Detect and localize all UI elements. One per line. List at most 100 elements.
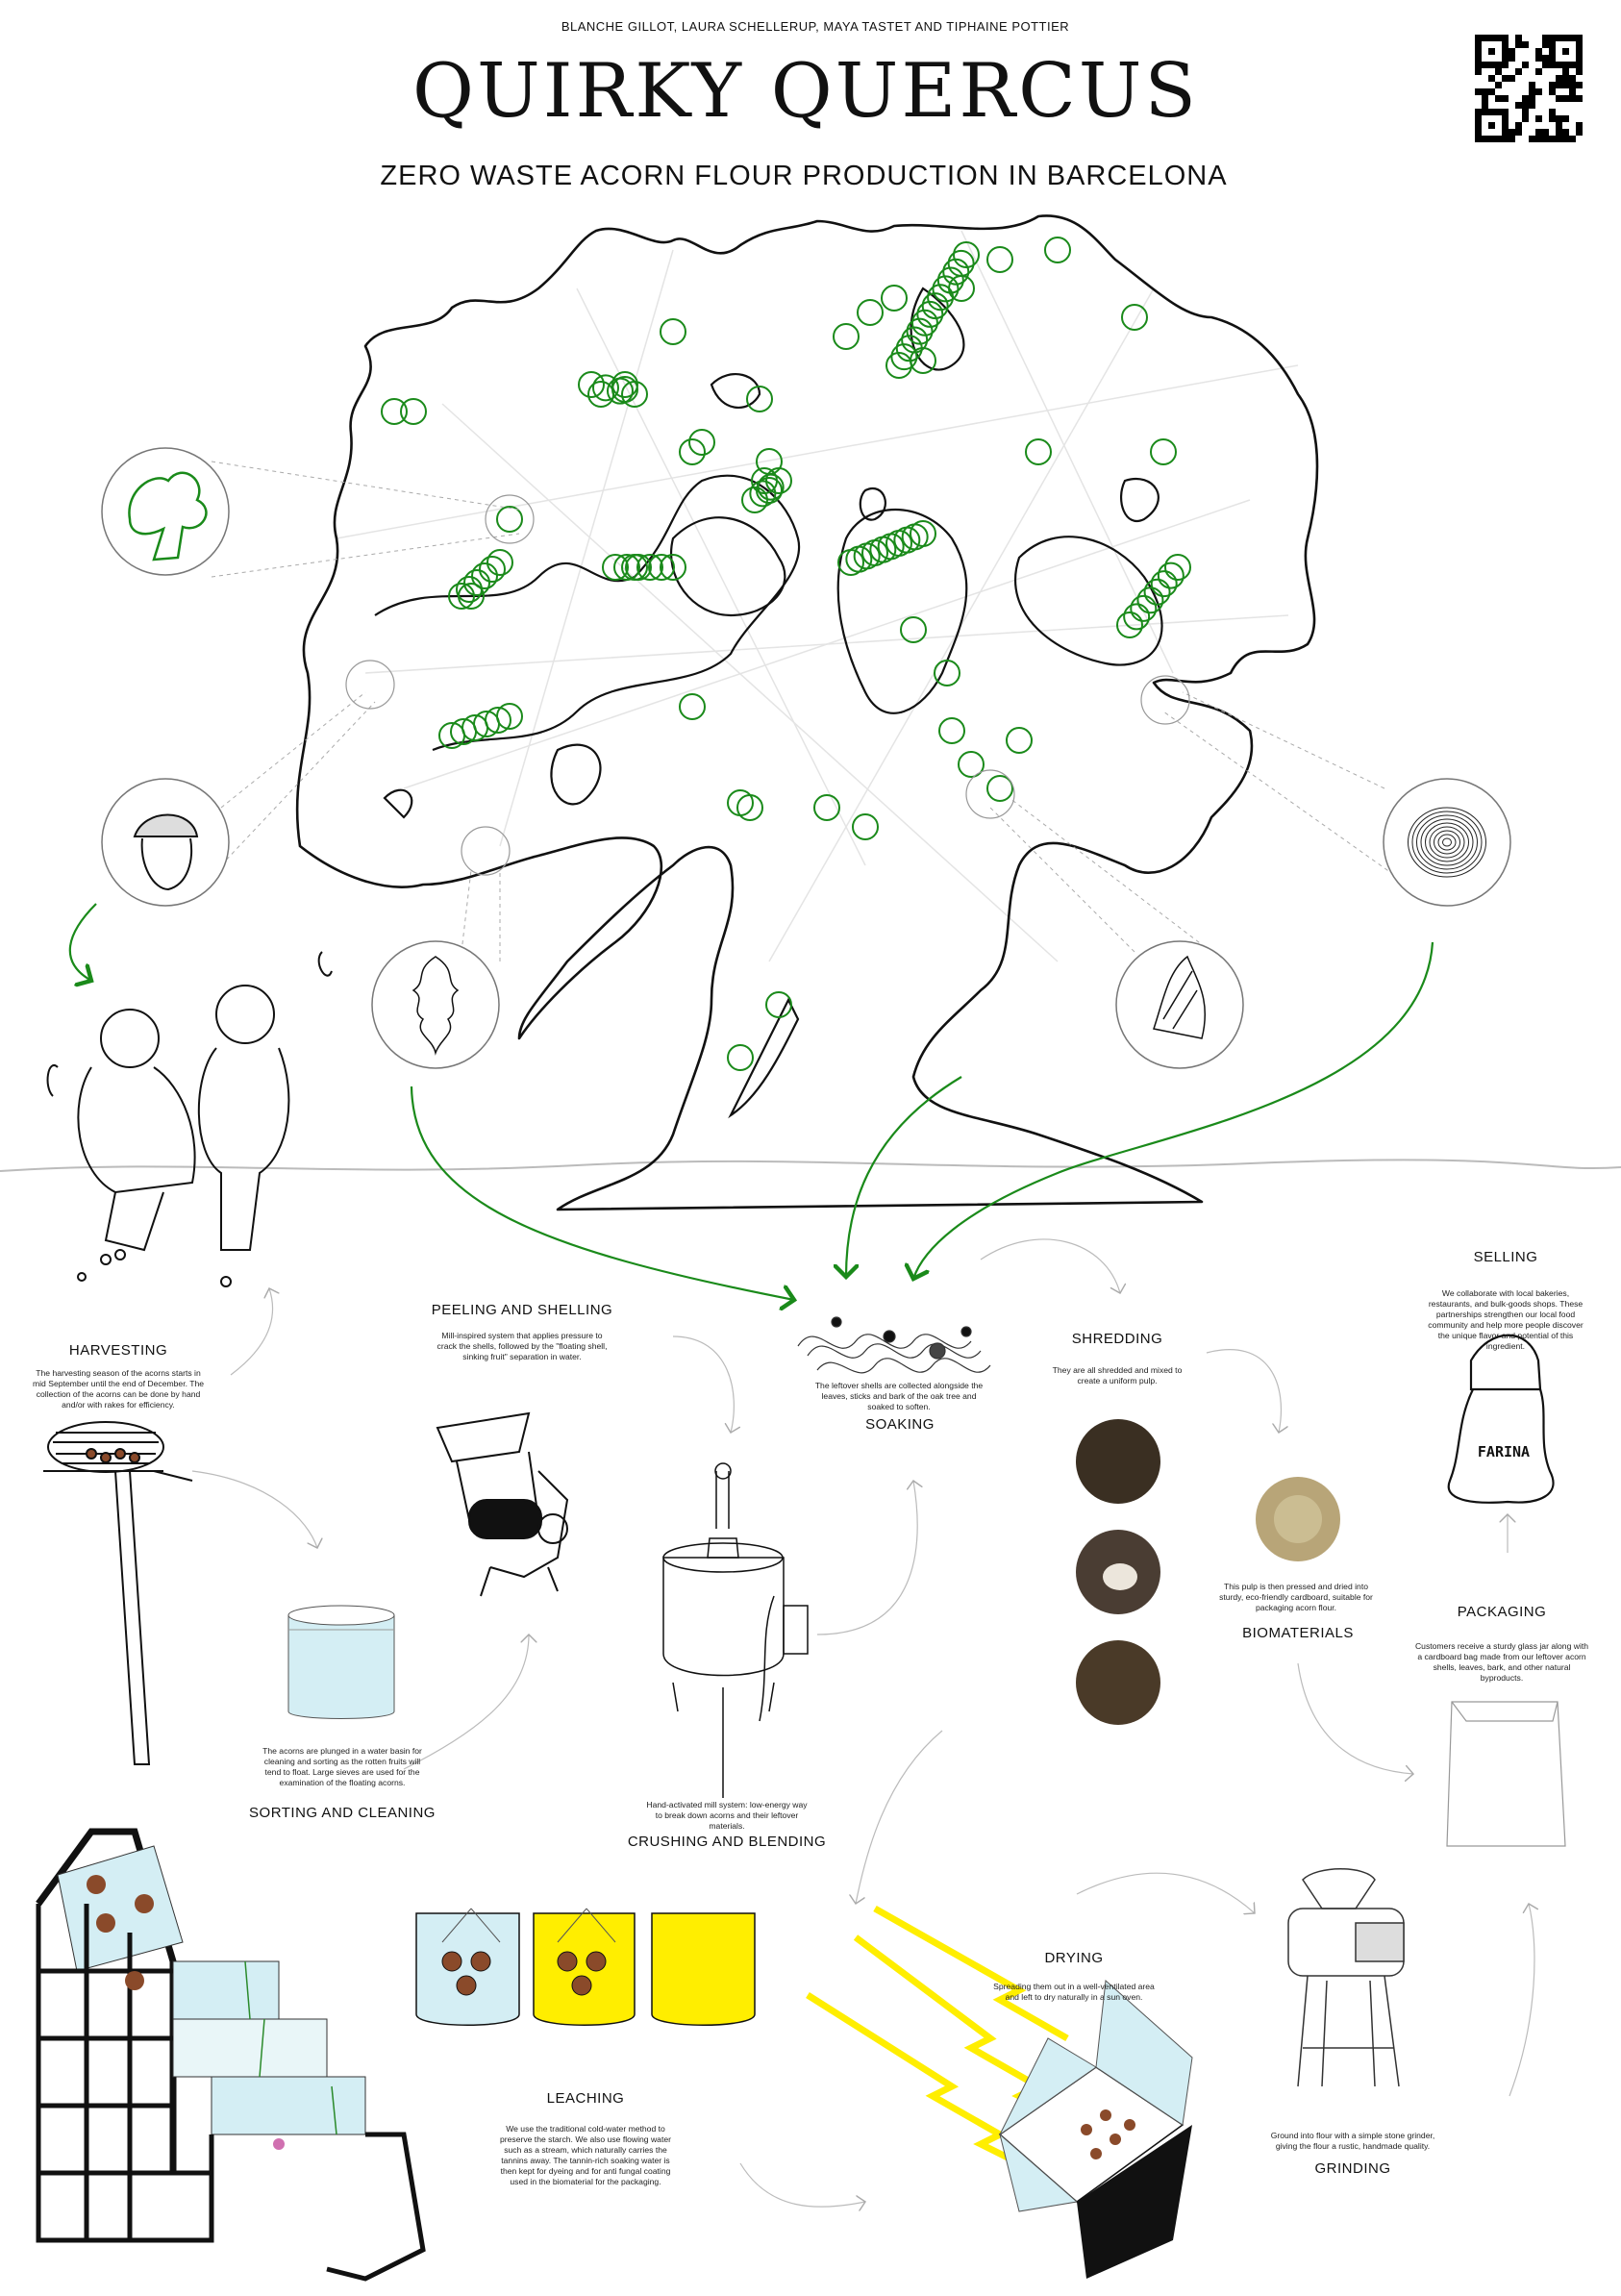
tree-location-marker — [1006, 727, 1033, 754]
flour-sack-drawing — [1447, 1334, 1555, 1504]
tree-location-marker — [660, 318, 686, 345]
tree-location-marker — [1150, 570, 1178, 598]
tree-location-marker — [1164, 554, 1191, 581]
tree-location-marker — [1044, 237, 1071, 263]
tree-location-marker — [727, 789, 754, 816]
qr-code[interactable] — [1475, 35, 1583, 142]
tree-location-marker — [765, 467, 792, 494]
tree-location-marker — [496, 703, 523, 730]
tree-location-marker — [857, 299, 884, 326]
step-title-sorting: SORTING AND CLEANING — [249, 1805, 436, 1821]
tree-location-marker — [916, 300, 944, 328]
tree-location-marker — [986, 246, 1013, 273]
tree-location-marker — [625, 554, 652, 581]
tree-location-marker — [602, 554, 629, 581]
tree-location-marker — [958, 751, 985, 778]
tree-location-marker — [679, 693, 706, 720]
tree-location-marker — [400, 398, 427, 425]
tree-location-marker — [900, 616, 927, 643]
step-desc-biomaterials: This pulp is then pressed and dried into… — [1219, 1582, 1373, 1612]
poster-subtitle: ZERO WASTE ACORN FLOUR PRODUCTION IN BAR… — [380, 161, 1228, 191]
step-title-leaching: LEACHING — [546, 2090, 625, 2107]
tree-location-marker — [463, 569, 490, 596]
flour-sack-lettering: FARINA — [1478, 1443, 1530, 1460]
step-title-selling: SELLING — [1473, 1249, 1538, 1265]
tree-location-marker — [660, 554, 686, 581]
tree-location-marker — [592, 374, 619, 402]
tree-location-marker — [986, 775, 1013, 802]
tree-location-marker — [479, 556, 506, 583]
water-basin-drawing — [287, 1605, 395, 1719]
step-title-peeling: PEELING AND SHELLING — [431, 1302, 613, 1318]
step-title-crushing: CRUSHING AND BLENDING — [627, 1834, 827, 1850]
tree-location-marker — [1150, 438, 1177, 465]
tree-location-marker — [1123, 603, 1151, 631]
tree-location-marker — [621, 381, 648, 408]
step-title-grinding: GRINDING — [1314, 2160, 1391, 2177]
tree-location-marker — [910, 520, 936, 547]
crushing-tank-drawing — [662, 1462, 809, 1798]
step-desc-soaking: The leftover shells are collected alongs… — [814, 1381, 984, 1411]
tree-location-marker — [942, 258, 970, 286]
peeling-mill-drawing — [436, 1411, 569, 1597]
tree-location-marker — [813, 794, 840, 821]
tree-location-marker — [881, 285, 908, 312]
step-desc-selling: We collaborate with local bakeries, rest… — [1428, 1288, 1584, 1351]
tree-location-marker — [901, 326, 929, 354]
tree-location-marker — [1121, 304, 1148, 331]
tree-location-marker — [1143, 578, 1171, 606]
oak-leaf-icon — [371, 940, 500, 1069]
step-title-soaking: SOAKING — [865, 1416, 935, 1433]
tree-location-marker — [910, 309, 938, 337]
step-desc-shredding: They are all shredded and mixed to creat… — [1052, 1365, 1183, 1385]
tree-location-marker — [1025, 438, 1052, 465]
leaching-jars — [415, 1908, 756, 2026]
tree-location-marker — [921, 292, 949, 320]
tree-location-marker — [927, 284, 955, 312]
step-desc-drying: Spreading them out in a well-ventilated … — [993, 1982, 1155, 2002]
oak-tree-map-outline — [295, 214, 1319, 1211]
step-desc-grinding: Ground into flour with a simple stone gr… — [1270, 2131, 1435, 2151]
tree-location-marker — [852, 813, 879, 840]
paper-bag-drawing — [1446, 1701, 1566, 1847]
tree-location-marker — [486, 549, 513, 576]
acorn-rake-drawing — [43, 1421, 193, 1765]
stone-grinder-drawing — [1287, 1868, 1405, 2087]
children-harvesting-drawing — [46, 951, 333, 1287]
step-desc-packaging: Customers receive a sturdy glass jar alo… — [1414, 1641, 1589, 1683]
leaching-terraces-drawing — [36, 1828, 426, 2282]
tree-location-marker — [938, 717, 965, 744]
tree-location-marker — [648, 554, 675, 581]
oak-tree-locations — [381, 237, 1191, 1071]
tree-location-marker — [485, 707, 511, 734]
step-title-packaging: PACKAGING — [1457, 1604, 1547, 1620]
tree-location-marker — [679, 438, 706, 465]
ground-line — [0, 1159, 1621, 1172]
bark-icon — [1115, 940, 1244, 1069]
oak-tree-icon — [101, 447, 230, 576]
tree-location-marker — [936, 266, 964, 294]
step-title-drying: DRYING — [1044, 1950, 1104, 1966]
tree-location-marker — [456, 576, 483, 603]
tree-location-marker — [688, 429, 715, 456]
tree-location-marker — [727, 1044, 754, 1071]
tree-location-marker — [636, 554, 663, 581]
step-desc-peeling: Mill-inspired system that applies pressu… — [436, 1331, 608, 1361]
tree-location-marker — [496, 506, 523, 533]
tree-location-marker — [906, 317, 934, 345]
tree-location-marker — [890, 343, 918, 371]
acorn-icon — [101, 778, 230, 907]
authors: BLANCHE GILLOT, LAURA SCHELLERUP, MAYA T… — [561, 19, 1070, 34]
tree-location-marker — [607, 377, 634, 405]
tree-location-marker — [741, 487, 768, 513]
biomaterial-samples — [1076, 1419, 1340, 1725]
tree-location-marker — [895, 335, 923, 362]
tree-location-marker — [757, 473, 785, 501]
tree-location-marker — [1157, 562, 1185, 589]
tree-location-marker — [1130, 594, 1158, 622]
step-desc-harvesting: The harvesting season of the acorns star… — [32, 1368, 205, 1410]
tree-location-marker — [613, 554, 640, 581]
tree-location-marker — [756, 477, 783, 504]
tree-location-marker — [381, 398, 408, 425]
